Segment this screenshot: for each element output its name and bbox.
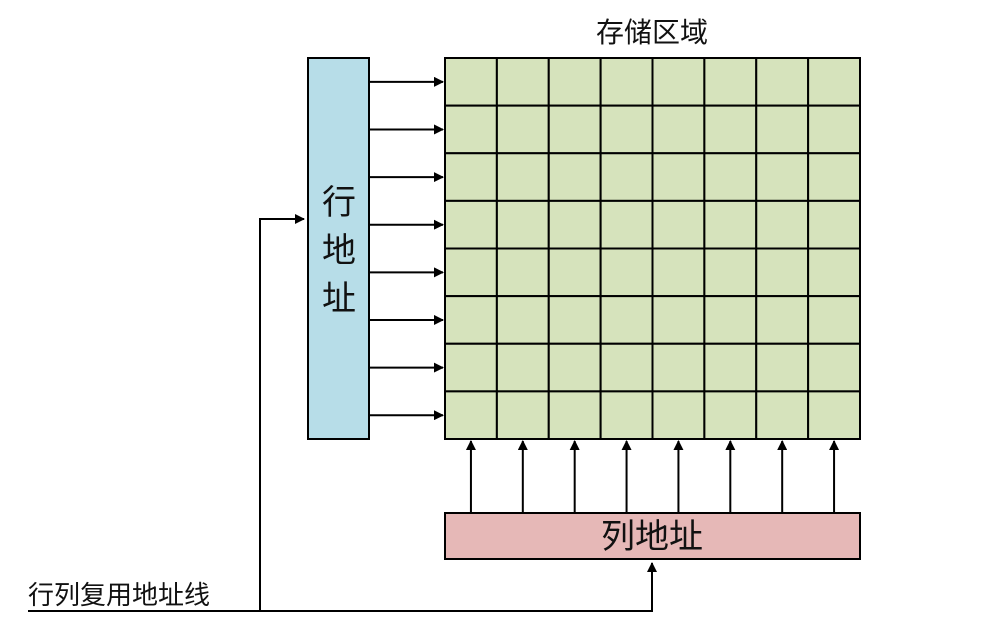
storage-cell — [703, 342, 758, 393]
storage-cell — [703, 104, 758, 155]
storage-cell — [547, 247, 602, 298]
storage-cell — [444, 57, 498, 107]
storage-cell — [599, 57, 654, 107]
storage-cell — [755, 342, 810, 393]
storage-cell — [703, 390, 758, 440]
column-address-label: 列地址 — [601, 517, 703, 557]
storage-grid — [444, 57, 861, 440]
storage-cell — [495, 152, 550, 202]
multiplexed-line-to-column — [260, 562, 657, 612]
multiplexed-address-line-label: 行列复用地址线 — [28, 581, 210, 611]
row-address-label-3: 址 — [322, 279, 356, 319]
storage-cell — [444, 152, 498, 202]
storage-cell — [444, 295, 498, 345]
storage-cell — [599, 199, 654, 250]
storage-cell — [495, 199, 550, 250]
storage-cell — [495, 342, 550, 393]
row-address-label-1: 行 — [322, 183, 356, 223]
storage-cell — [547, 104, 602, 155]
storage-cell — [495, 295, 550, 345]
storage-cell — [444, 342, 498, 393]
storage-cell — [755, 390, 810, 440]
storage-cell — [495, 104, 550, 155]
storage-cell — [599, 104, 654, 155]
storage-cell — [547, 342, 602, 393]
storage-cell — [495, 57, 550, 107]
storage-cell — [651, 199, 706, 250]
storage-cell — [807, 247, 861, 298]
storage-cell — [495, 247, 550, 298]
storage-cell — [807, 199, 861, 250]
storage-cell — [755, 57, 810, 107]
storage-cell — [703, 57, 758, 107]
storage-cell — [703, 295, 758, 345]
storage-cell — [495, 390, 550, 440]
storage-cell — [703, 199, 758, 250]
storage-cell — [651, 295, 706, 345]
storage-cell — [651, 104, 706, 155]
storage-cell — [807, 295, 861, 345]
storage-cell — [599, 342, 654, 393]
storage-cell — [444, 104, 498, 155]
storage-cell — [807, 342, 861, 393]
column-address-box — [444, 512, 861, 560]
storage-cell — [547, 57, 602, 107]
storage-cell — [807, 104, 861, 155]
storage-cell — [444, 390, 498, 440]
storage-cell — [651, 342, 706, 393]
storage-cell — [755, 247, 810, 298]
storage-cell — [651, 390, 706, 440]
storage-cell — [807, 152, 861, 202]
storage-cell — [547, 390, 602, 440]
storage-cell — [807, 57, 861, 107]
storage-cell — [807, 390, 861, 440]
row-arrows — [370, 76, 444, 421]
multiplexed-line-to-row — [28, 214, 305, 612]
row-address-label-2: 地 — [322, 231, 356, 271]
column-arrows — [465, 440, 840, 512]
storage-cell — [444, 247, 498, 298]
storage-cell — [651, 57, 706, 107]
storage-cell — [703, 247, 758, 298]
storage-cell — [547, 295, 602, 345]
storage-cell — [547, 199, 602, 250]
storage-cell — [651, 247, 706, 298]
storage-cell — [755, 104, 810, 155]
storage-cell — [599, 247, 654, 298]
storage-cell — [703, 152, 758, 202]
storage-cell — [599, 295, 654, 345]
storage-area-title: 存储区域 — [596, 16, 708, 49]
storage-cell — [755, 199, 810, 250]
storage-cell — [599, 390, 654, 440]
storage-cell — [547, 152, 602, 202]
storage-cell — [755, 295, 810, 345]
storage-cell — [651, 152, 706, 202]
storage-cell — [755, 152, 810, 202]
storage-cell — [599, 152, 654, 202]
row-address-box — [307, 57, 370, 440]
storage-cell — [444, 199, 498, 250]
